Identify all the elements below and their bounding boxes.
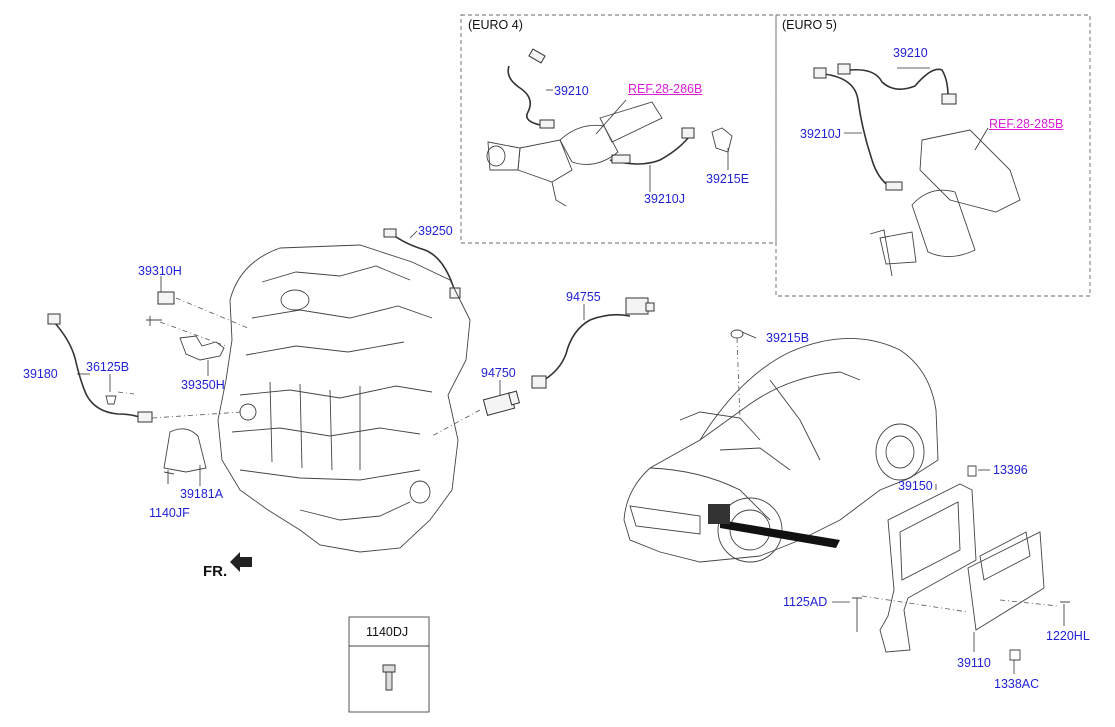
part-label-13396[interactable]: 13396 bbox=[993, 463, 1028, 477]
part-label-euro4-39210[interactable]: 39210 bbox=[554, 84, 589, 98]
part-label-1125AD[interactable]: 1125AD bbox=[783, 595, 828, 609]
part-label-1338AC[interactable]: 1338AC bbox=[994, 677, 1040, 691]
ecu-bracket-39150 bbox=[879, 483, 977, 653]
vehicle-outline bbox=[623, 338, 939, 563]
part-label-39310H[interactable]: 39310H bbox=[138, 264, 182, 278]
euro5-inset-title: (EURO 5) bbox=[782, 18, 837, 32]
euro4-inset-title: (EURO 4) bbox=[468, 18, 523, 32]
euro4-catalytic-converter bbox=[486, 101, 663, 207]
euro4-inset-frame bbox=[460, 14, 777, 244]
nut-1338AC bbox=[1009, 649, 1021, 661]
engine-block bbox=[217, 244, 471, 553]
sensor-39250 bbox=[383, 228, 461, 299]
bolt-1220HL bbox=[1060, 601, 1070, 626]
ecu-39110 bbox=[967, 531, 1045, 631]
part-label-39215B[interactable]: 39215B bbox=[766, 331, 810, 345]
sensor-39180 bbox=[47, 313, 153, 423]
part-label-39110[interactable]: 39110 bbox=[957, 656, 991, 670]
part-label-39250[interactable]: 39250 bbox=[418, 224, 453, 238]
ref-link-euro5[interactable]: REF.28-285B bbox=[989, 117, 1064, 131]
ecu-location-pointer bbox=[720, 520, 840, 548]
shield-39181A bbox=[163, 428, 207, 484]
part-label-1220HL[interactable]: 1220HL bbox=[1046, 629, 1090, 643]
bracket-39350H bbox=[179, 335, 225, 361]
part-label-39150[interactable]: 39150 bbox=[898, 479, 933, 493]
euro4-oxygen-sensor-assembly bbox=[507, 48, 695, 165]
part-label-94750[interactable]: 94750 bbox=[481, 366, 516, 380]
callout-box-1140DJ bbox=[348, 616, 430, 713]
part-label-94755[interactable]: 94755 bbox=[566, 290, 601, 304]
part-label-39350H[interactable]: 39350H bbox=[181, 378, 225, 392]
part-label-euro4-39215E[interactable]: 39215E bbox=[706, 172, 750, 186]
grommet-39215B bbox=[730, 329, 744, 339]
part-label-euro5-39210J[interactable]: 39210J bbox=[800, 127, 842, 141]
euro5-inset-frame bbox=[775, 14, 1091, 297]
euro4-bracket bbox=[711, 127, 733, 153]
part-label-euro4-39210J[interactable]: 39210J bbox=[644, 192, 686, 206]
sensor-94755 bbox=[531, 297, 655, 389]
part-label-39180[interactable]: 39180 bbox=[23, 367, 58, 381]
callout-box-title: 1140DJ bbox=[366, 625, 409, 639]
bolt-1125AD bbox=[852, 597, 862, 632]
bolt-1140DJ-icon bbox=[382, 664, 396, 691]
front-direction-label: FR. bbox=[203, 563, 228, 580]
part-label-36125B[interactable]: 36125B bbox=[86, 360, 130, 374]
part-label-1140JF[interactable]: 1140JF bbox=[149, 506, 190, 520]
euro5-oxygen-sensor-assembly bbox=[813, 63, 957, 191]
front-direction-arrow-icon bbox=[230, 552, 252, 572]
ecu-in-vehicle bbox=[708, 504, 730, 524]
nut-13396 bbox=[967, 465, 977, 477]
euro5-exhaust-manifold bbox=[869, 129, 1021, 277]
sensor-94750 bbox=[482, 390, 521, 416]
part-label-euro5-39210[interactable]: 39210 bbox=[893, 46, 928, 60]
ref-link-euro4[interactable]: REF.28-286B bbox=[628, 82, 703, 96]
cam-sensor-39310H bbox=[146, 291, 175, 326]
part-label-39181A[interactable]: 39181A bbox=[180, 487, 224, 501]
